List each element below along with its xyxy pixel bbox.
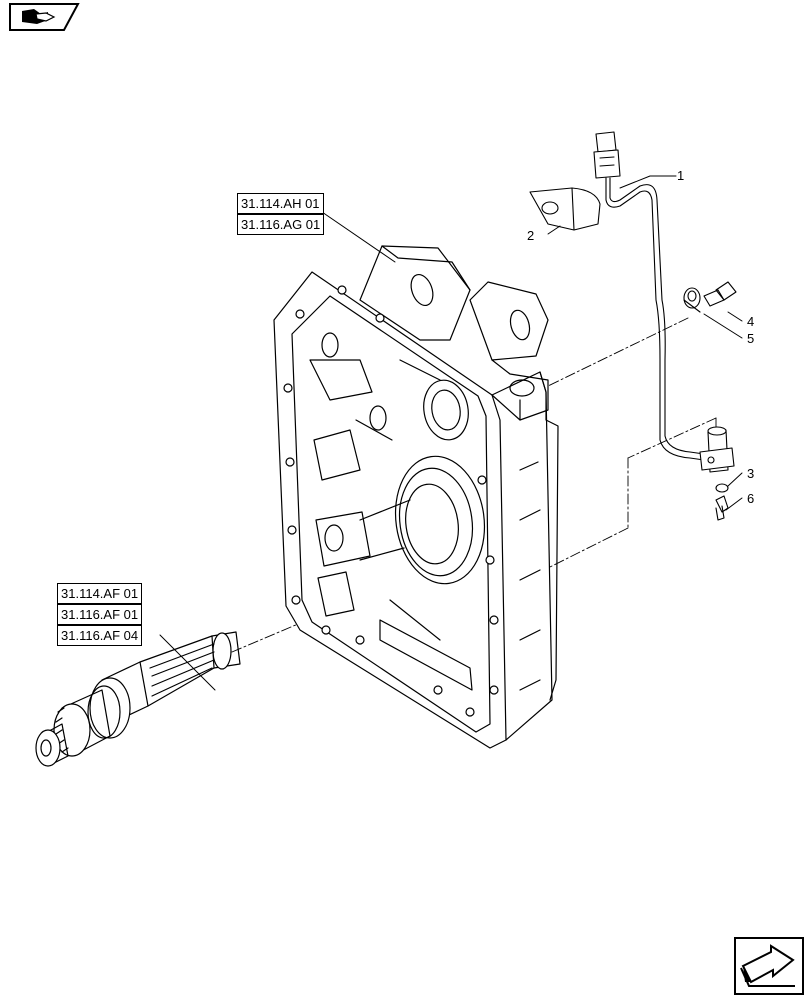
sensor-harness <box>529 131 737 521</box>
callout-2: 6 <box>747 491 755 506</box>
ref-box-shaft-3[interactable]: 31.116.AF 04 <box>57 625 143 646</box>
callout-5: 5 <box>747 331 755 346</box>
ref-box-shaft-2[interactable]: 31.116.AF 01 <box>57 604 143 625</box>
ref-box-shaft-1[interactable]: 31.114.AF 01 <box>57 583 143 604</box>
leader-lines <box>159 175 743 691</box>
book-navigation-icon[interactable] <box>8 2 80 32</box>
housing <box>273 245 559 749</box>
callout-1: 1 <box>677 168 685 183</box>
ref-box-housing-1[interactable]: 31.114.AH 01 <box>237 193 324 214</box>
callout-4: 4 <box>747 314 755 329</box>
next-page-arrow-icon[interactable] <box>733 936 805 996</box>
ref-box-housing-2[interactable]: 31.116.AG 01 <box>237 214 325 235</box>
callout-6: 2 <box>527 228 535 243</box>
shaft <box>35 631 241 767</box>
callout-3: 3 <box>747 466 755 481</box>
